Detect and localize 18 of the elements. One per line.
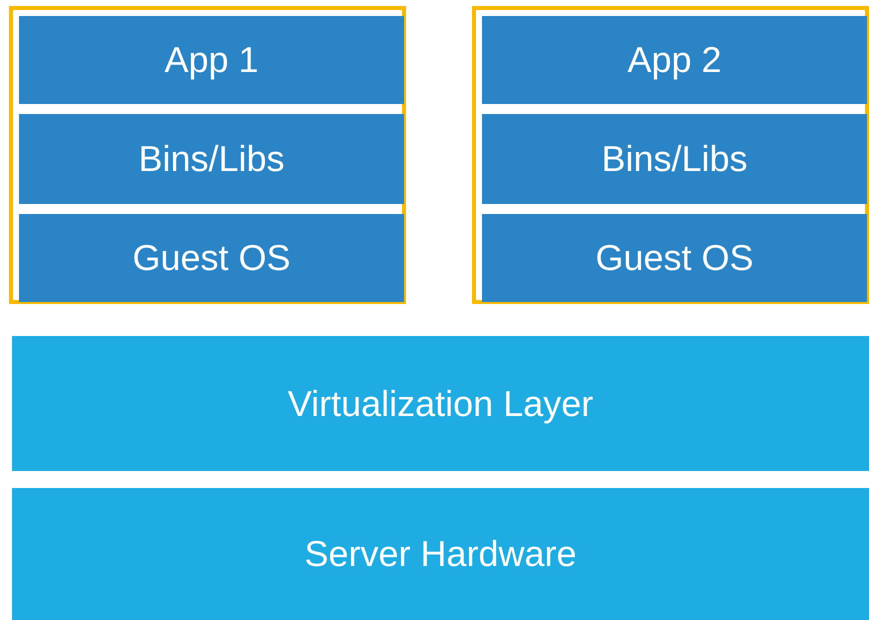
stack-block — [482, 214, 867, 302]
vm-frame — [9, 6, 406, 304]
layer-label: Virtualization Layer — [288, 386, 594, 422]
layer-label: Guest OS — [132, 240, 291, 276]
stack-block — [19, 114, 404, 204]
stack-block — [482, 114, 867, 204]
layer-label: App 2 — [627, 42, 722, 78]
layer-label: Server Hardware — [304, 536, 577, 572]
stack-block — [482, 16, 867, 104]
layer-label: Bins/Libs — [601, 141, 748, 177]
layer-band — [12, 488, 869, 620]
layer-label: Bins/Libs — [138, 141, 285, 177]
vm-frame — [472, 6, 869, 304]
layer-label: Guest OS — [595, 240, 754, 276]
stack-block — [19, 214, 404, 302]
stack-block — [19, 16, 404, 104]
layer-band — [12, 336, 869, 471]
layer-label: App 1 — [164, 42, 259, 78]
